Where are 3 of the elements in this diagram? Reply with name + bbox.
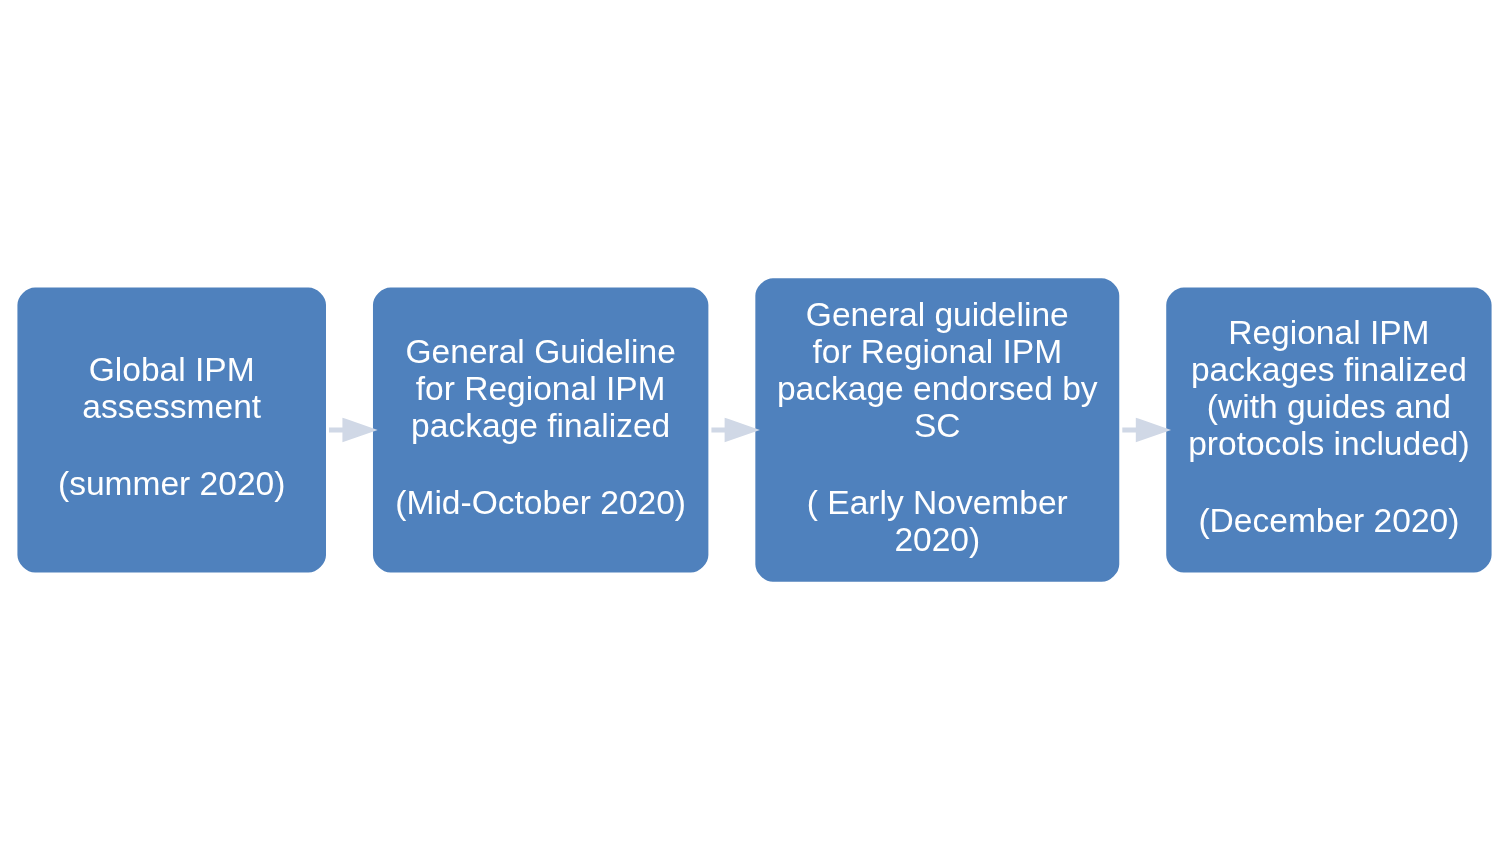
arrow	[711, 417, 760, 442]
arrow	[1122, 417, 1172, 442]
arrow	[328, 417, 378, 442]
